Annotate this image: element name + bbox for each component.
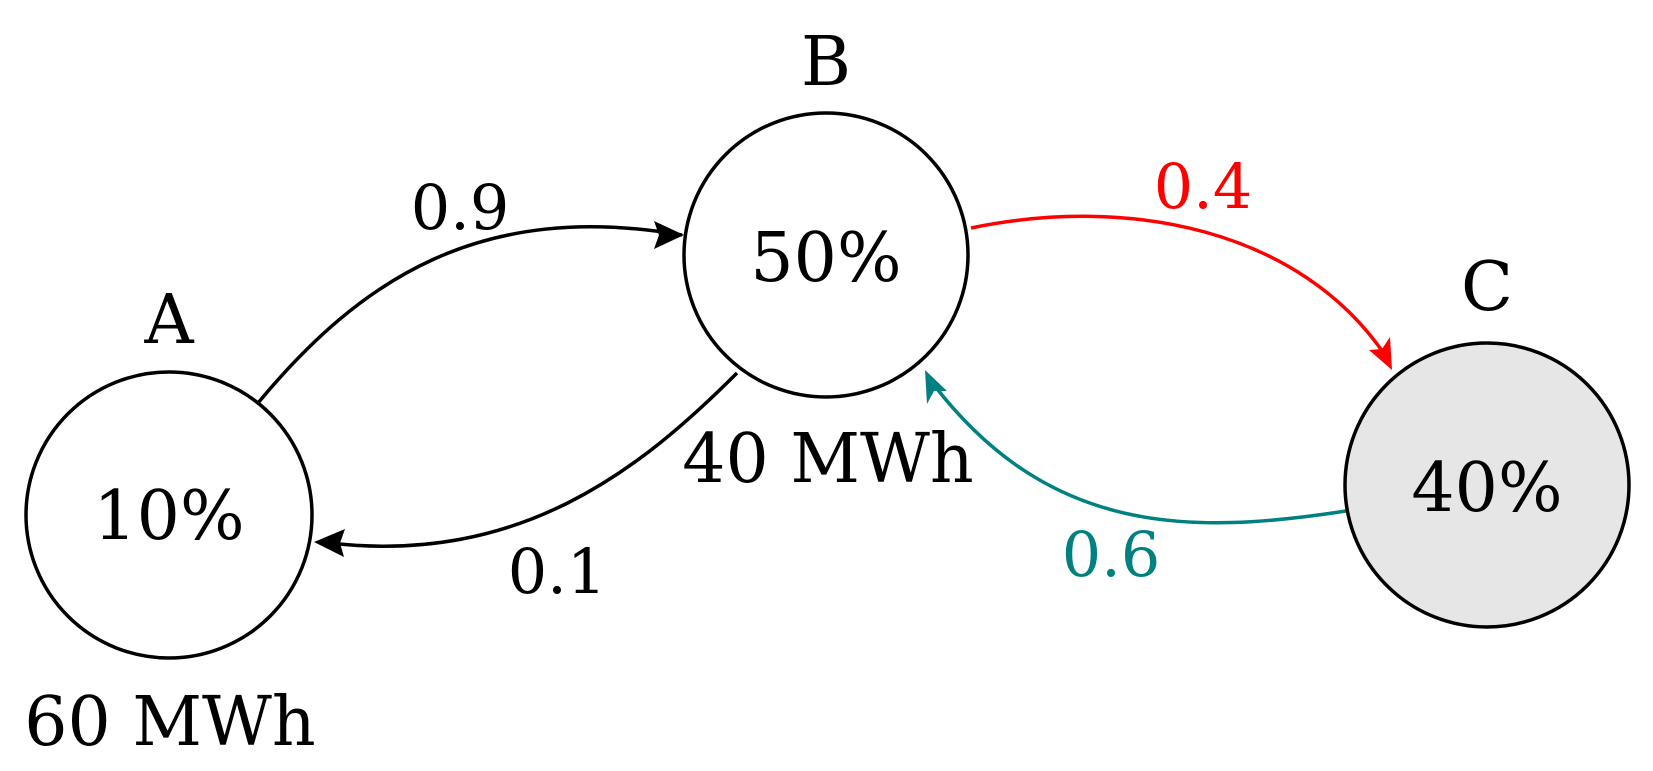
edges	[256, 214, 1392, 557]
node-c-value: 40%	[1411, 449, 1562, 528]
edge-c-to-b-arrowhead	[925, 370, 947, 404]
edge-b-to-c-arrowhead	[1369, 337, 1392, 370]
node-a-energy: 60 MWh	[24, 683, 315, 762]
node-a-name: A	[143, 281, 194, 360]
edge-label-b-to-c: 0.4	[1154, 150, 1253, 223]
edge-label-c-to-b: 0.6	[1062, 518, 1161, 591]
node-b: B 50% 40 MWh	[682, 23, 974, 499]
edge-a-to-b	[256, 225, 683, 405]
node-c: C 40%	[1343, 248, 1631, 629]
edge-a-to-b-arrowhead	[654, 221, 684, 249]
node-a-value: 10%	[93, 477, 244, 556]
edge-label-a-to-b: 0.9	[411, 171, 510, 244]
edge-label-b-to-a: 0.1	[508, 535, 607, 608]
edge-b-to-c	[970, 214, 1387, 356]
node-b-name: B	[801, 23, 851, 102]
node-a: A 10% 60 MWh	[24, 281, 316, 762]
node-c-name: C	[1461, 248, 1513, 327]
edge-b-to-a-arrowhead	[314, 529, 345, 557]
node-a-circle	[24, 370, 314, 660]
node-b-value: 50%	[750, 219, 901, 298]
edge-labels: 0.9 0.1 0.4 0.6	[411, 150, 1253, 608]
edge-c-to-b	[932, 383, 1347, 525]
node-b-energy: 40 MWh	[682, 420, 973, 499]
node-c-circle	[1343, 341, 1631, 629]
edge-b-to-a	[329, 371, 739, 548]
node-b-circle	[682, 111, 970, 399]
